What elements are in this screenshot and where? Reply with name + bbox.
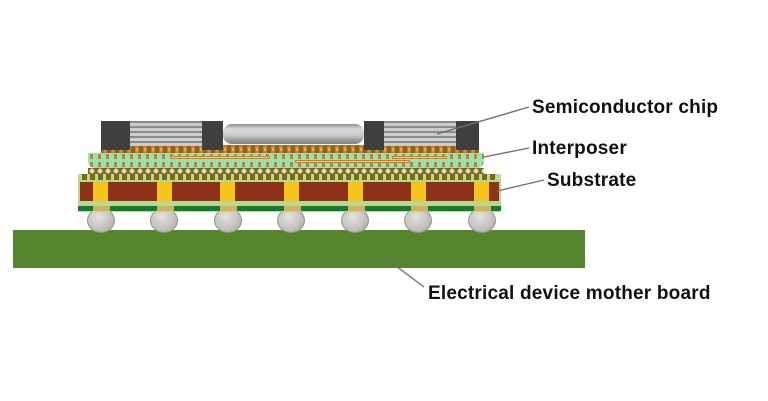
substrate-via bbox=[157, 182, 172, 201]
chip-spacer-block bbox=[202, 121, 223, 150]
label-semiconductor-chip: Semiconductor chip bbox=[532, 97, 719, 118]
stacked-die-left bbox=[130, 121, 202, 146]
solder-ball bbox=[468, 208, 496, 233]
chip-edge-block bbox=[456, 121, 479, 150]
solder-ball bbox=[150, 208, 178, 233]
substrate-via bbox=[93, 182, 108, 201]
motherboard-slab bbox=[13, 230, 585, 268]
substrate-via bbox=[411, 182, 426, 201]
solder-ball bbox=[341, 208, 369, 233]
interposer-trace bbox=[295, 160, 410, 163]
ball-pad bbox=[284, 206, 301, 211]
label-motherboard: Electrical device mother board bbox=[428, 283, 711, 304]
callout-line-interposer bbox=[483, 147, 530, 158]
label-substrate: Substrate bbox=[547, 170, 637, 191]
label-interposer: Interposer bbox=[532, 138, 627, 159]
interposer-layer bbox=[88, 153, 484, 168]
chip-edge-block bbox=[101, 121, 130, 150]
substrate-via bbox=[284, 182, 299, 201]
interposer-trace bbox=[170, 156, 270, 159]
stacked-die-right bbox=[384, 121, 456, 146]
ball-pad bbox=[348, 206, 365, 211]
callout-line-substrate bbox=[496, 179, 545, 192]
solder-ball bbox=[214, 208, 242, 233]
substrate-via bbox=[348, 182, 363, 201]
substrate-via bbox=[220, 182, 235, 201]
ball-pad bbox=[220, 206, 237, 211]
interposer-trace bbox=[392, 156, 447, 159]
substrate-via bbox=[474, 182, 489, 201]
chip-spacer-block bbox=[364, 121, 384, 150]
c4-bump-row bbox=[88, 168, 484, 174]
substrate-pad-row bbox=[82, 174, 496, 180]
ball-pad bbox=[93, 206, 110, 211]
substrate-layer bbox=[78, 174, 501, 212]
micro-bump-row bbox=[101, 145, 479, 153]
ball-pad bbox=[474, 206, 491, 211]
center-die bbox=[223, 124, 364, 144]
ball-pad bbox=[157, 206, 174, 211]
ball-pad bbox=[411, 206, 428, 211]
